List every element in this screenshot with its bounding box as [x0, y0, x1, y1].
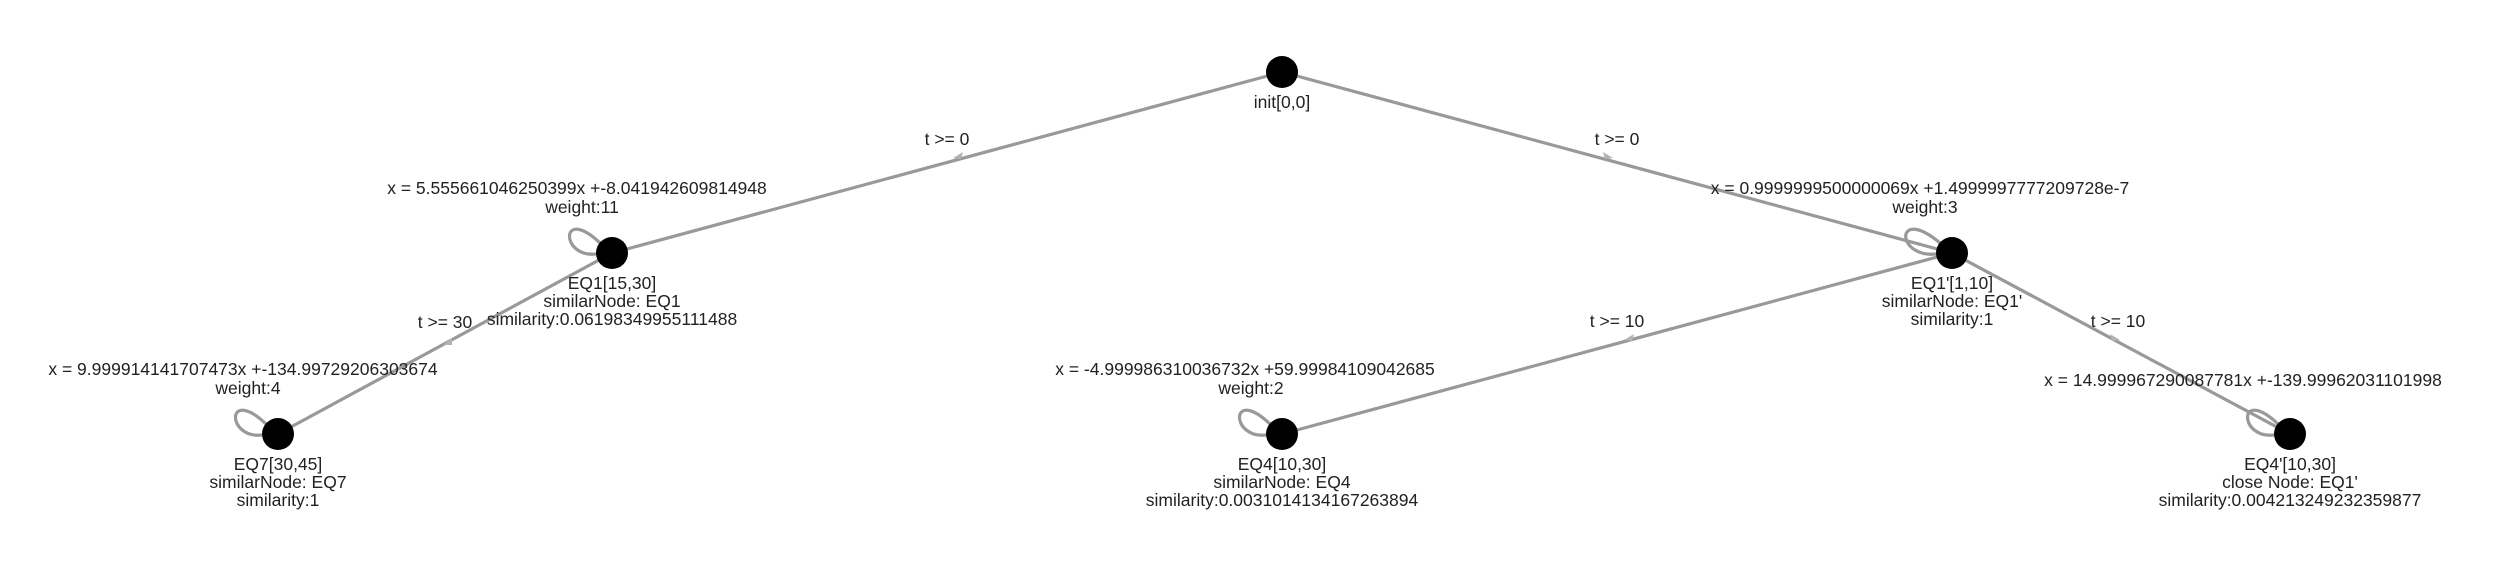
- self-loop-eq7[interactable]: [233, 408, 268, 437]
- edge-init-eq1p[interactable]: [1281, 70, 1953, 255]
- edge-label-eq1p-eq4p: t >= 10: [2091, 311, 2146, 331]
- edge-init-eq1[interactable]: [611, 70, 1283, 255]
- self-loop-eq4p[interactable]: [2245, 408, 2280, 437]
- node-similar-eq1p: similarNode: EQ1': [1882, 291, 2022, 311]
- edge-arrow: [953, 152, 963, 159]
- edge-eq1p-eq4p[interactable]: [1951, 251, 2291, 436]
- loop-weight-eq4: weight:2: [1217, 378, 1283, 398]
- node-eq4[interactable]: [1266, 418, 1298, 450]
- edge-arrow: [443, 338, 452, 345]
- loop-weight-eq1p: weight:3: [1891, 197, 1957, 217]
- self-loop-eq1[interactable]: [567, 227, 602, 256]
- edge-arrow: [1624, 334, 1634, 341]
- node-similar-eq4: similarNode: EQ4: [1213, 472, 1350, 492]
- node-similarity-eq4p: similarity:0.004213249232359877: [2159, 490, 2422, 510]
- node-eq7[interactable]: [262, 418, 294, 450]
- edge-label-eq1p-eq4: t >= 10: [1590, 311, 1645, 331]
- node-similar-eq1: similarNode: EQ1: [543, 291, 680, 311]
- edge-label-eq1-eq7: t >= 30: [418, 312, 473, 332]
- loop-equation-eq4: x = -4.999986310036732x +59.999841090426…: [1055, 359, 1435, 379]
- node-label-init: init[0,0]: [1254, 92, 1310, 112]
- node-eq4p[interactable]: [2274, 418, 2306, 450]
- node-similar-eq7: similarNode: EQ7: [209, 472, 346, 492]
- loop-equation-eq1: x = 5.555661046250399x +-8.0419426098149…: [387, 178, 767, 198]
- loop-weight-eq1: weight:11: [544, 197, 619, 217]
- edge-label-init-eq1: t >= 0: [925, 129, 970, 149]
- node-similarity-eq1p: similarity:1: [1911, 309, 1994, 329]
- node-similarity-eq4: similarity:0.0031014134167263894: [1146, 490, 1419, 510]
- self-loop-eq4[interactable]: [1237, 408, 1272, 437]
- loop-weight-eq7: weight:4: [214, 378, 280, 398]
- node-similar-eq4p: close Node: EQ1': [2222, 472, 2358, 492]
- node-label-eq4p: EQ4'[10,30]: [2244, 454, 2336, 474]
- node-label-eq1p: EQ1'[1,10]: [1911, 273, 1993, 293]
- edge-arrow: [2110, 334, 2120, 341]
- edge-eq1p-eq4[interactable]: [1281, 251, 1953, 436]
- node-eq1[interactable]: [596, 237, 628, 269]
- self-loop-eq1p[interactable]: [1904, 227, 1942, 256]
- node-similarity-eq1: similarity:0.06198349955111488: [487, 309, 737, 329]
- node-init[interactable]: [1266, 56, 1298, 88]
- node-label-eq4: EQ4[10,30]: [1238, 454, 1327, 474]
- edge-label-init-eq1p: t >= 0: [1595, 129, 1640, 149]
- node-label-eq7: EQ7[30,45]: [234, 454, 323, 474]
- node-similarity-eq7: similarity:1: [237, 490, 320, 510]
- loop-equation-eq4p: x = 14.999967290087781x +-139.9996203110…: [2044, 370, 2442, 390]
- loop-equation-eq1p: x = 0.9999999500000069x +1.4999997777209…: [1711, 178, 2129, 198]
- node-eq1p[interactable]: [1936, 237, 1968, 269]
- loop-equation-eq7: x = 9.999914141707473x +-134.99729206303…: [48, 359, 438, 379]
- edge-arrow: [1603, 152, 1613, 159]
- node-label-eq1: EQ1[15,30]: [568, 273, 657, 293]
